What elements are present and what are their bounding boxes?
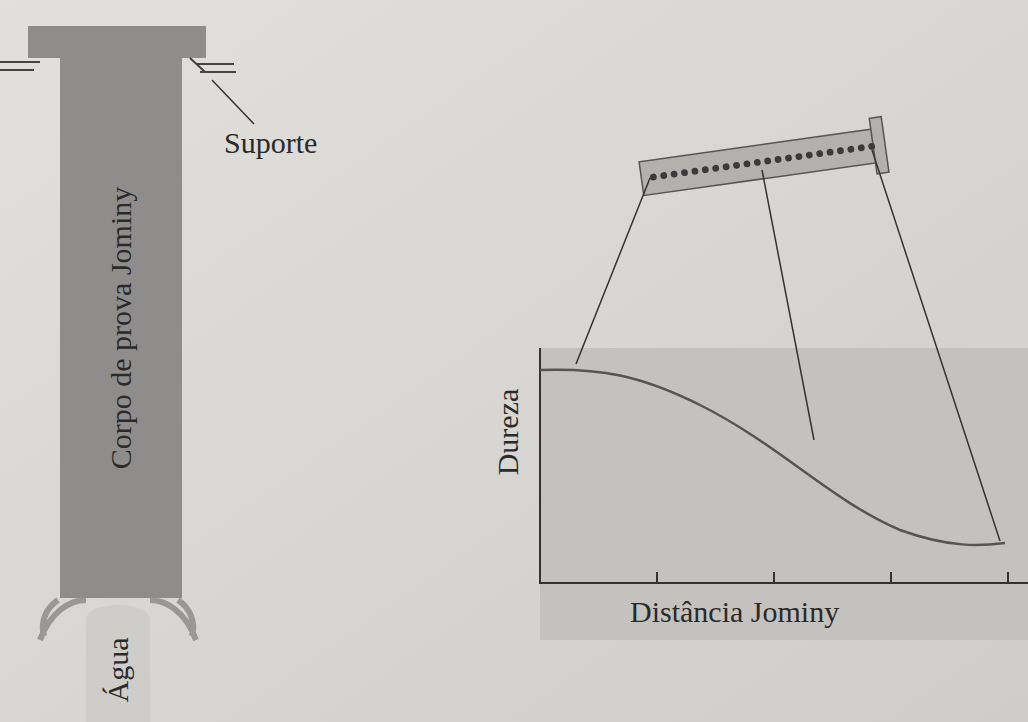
specimen-cap (28, 26, 206, 58)
support-label: Suporte (224, 128, 317, 158)
specimen-label: Corpo de prova Jominy (106, 187, 136, 469)
water-label: Água (103, 638, 133, 703)
leader-line (212, 80, 254, 124)
water-jet: Água (86, 618, 150, 722)
hardness-curve (540, 370, 1005, 545)
support-right (190, 58, 236, 72)
leader-line (576, 150, 1000, 541)
water-spray (40, 600, 86, 640)
bar-specimen (638, 117, 889, 207)
axis-label: Dureza (493, 389, 523, 476)
graph-panel (540, 348, 1028, 640)
axis-ticks (657, 572, 1008, 583)
jominy-specimen: Corpo de prova Jominy (60, 58, 182, 598)
axis-label: Distância Jominy (627, 597, 842, 627)
axes (540, 348, 1028, 583)
support-left (0, 62, 40, 70)
water-spray (150, 600, 196, 640)
